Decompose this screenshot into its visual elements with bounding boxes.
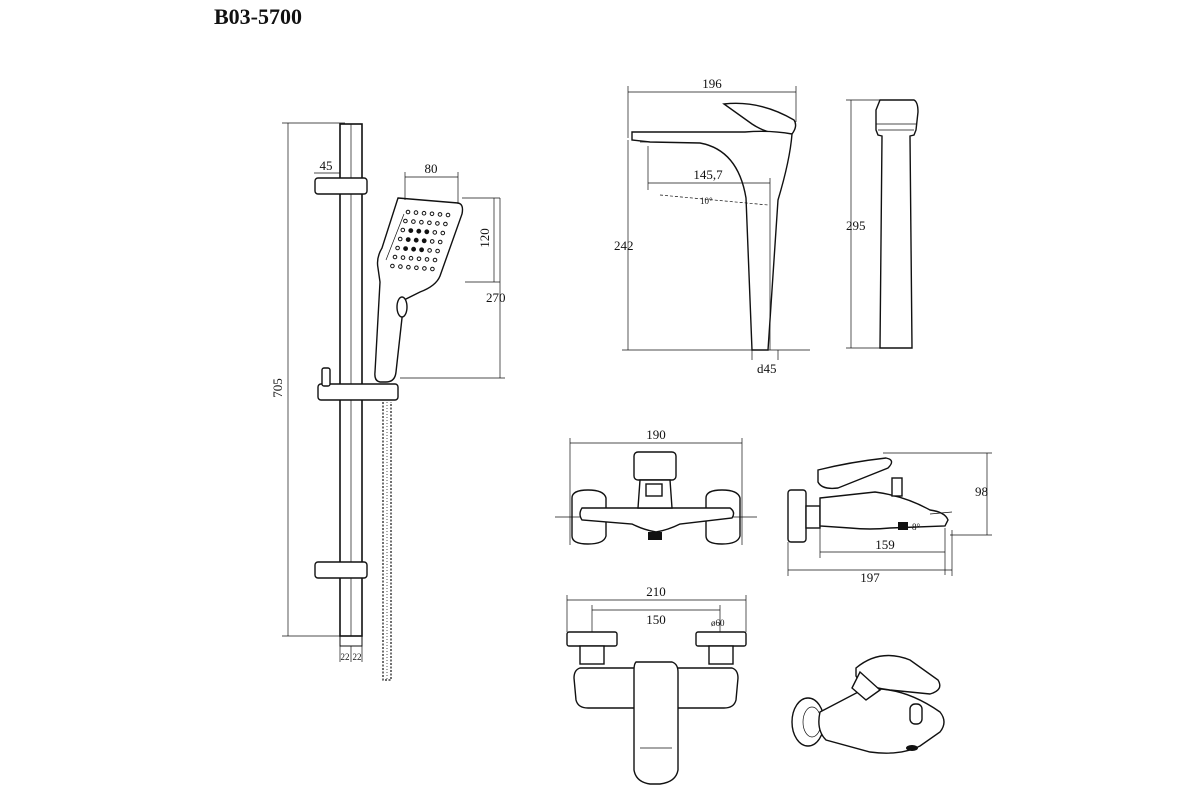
nozzle-dot: [429, 239, 435, 244]
top-bracket: [314, 177, 368, 195]
nozzle-dot: [390, 263, 395, 269]
nozzle-dot: [437, 212, 443, 217]
dim-bracket: 45: [320, 158, 333, 173]
dim-bath-side-height: 98: [975, 484, 988, 499]
nozzle-dot: [416, 228, 422, 234]
dim-basin-height: 242: [614, 238, 634, 253]
dim-basin-side-height: 295: [846, 218, 866, 233]
spray-button: [396, 296, 408, 318]
nozzle-dot: [406, 264, 411, 270]
nozzle-dot: [419, 247, 424, 253]
nozzle-dot: [397, 236, 403, 242]
nozzle-dot: [427, 248, 432, 253]
spray-nozzles: [390, 209, 451, 272]
nozzle-dot: [435, 248, 440, 254]
dim-head-height: 120: [477, 228, 492, 248]
nozzle-dot: [445, 212, 451, 218]
dim-basin-angle: 10°: [700, 196, 713, 206]
basin-lever: [722, 102, 797, 135]
basin-mixer-front-drawing: 196 145,7 10° 242 d45: [614, 76, 810, 376]
nozzle-dot: [424, 229, 430, 235]
nozzle-dot: [413, 237, 419, 243]
nozzle-dot: [430, 266, 435, 272]
basin-side-body: [875, 99, 919, 349]
nozzle-dot: [440, 230, 446, 236]
nozzle-dot: [416, 256, 422, 262]
nozzle-dot: [405, 237, 411, 243]
nozzle-dot: [432, 257, 438, 263]
dim-head-width: 80: [425, 161, 438, 176]
nozzle-dot: [411, 219, 416, 224]
nozzle-dot: [443, 221, 448, 227]
dim-bath-front-width: 190: [646, 427, 666, 442]
bath-mixer-top-drawing: 210 150 ø60: [566, 584, 747, 785]
bath-front-lever: [633, 451, 677, 481]
basin-mixer-side-drawing: 295: [846, 99, 919, 349]
nozzle-dot: [421, 210, 427, 216]
dim-bath-depth: 197: [860, 570, 880, 585]
hand-shower: [374, 197, 464, 383]
dim-handset-length: 270: [486, 290, 506, 305]
nozzle-dot: [400, 255, 406, 260]
bath-front-body: [579, 507, 735, 533]
shower-hose: [382, 402, 392, 681]
nozzle-dot: [437, 239, 443, 245]
nozzle-dot: [403, 218, 408, 224]
dim-bar-left: 22: [341, 652, 350, 662]
nozzle-dot: [424, 257, 430, 262]
nozzle-dot: [408, 228, 414, 234]
nozzle-dot: [421, 238, 427, 244]
dim-basin-width: 196: [702, 76, 722, 91]
nozzle-dot: [400, 227, 406, 233]
dim-bath-centers: 150: [646, 612, 666, 627]
bath-mixer-isometric-drawing: [791, 654, 945, 754]
dim-bath-escutcheon: ø60: [711, 618, 725, 628]
bottom-bracket: [314, 561, 368, 579]
nozzle-dot: [408, 255, 414, 261]
basin-body: [631, 130, 793, 351]
slider-holder: [317, 383, 399, 401]
nozzle-dot: [427, 220, 432, 226]
bath-iso-body: [818, 688, 945, 754]
bath-mixer-front-drawing: 190: [555, 427, 757, 545]
nozzle-dot: [432, 230, 438, 235]
shower-set-drawing: 705 45 22 22 80: [270, 122, 506, 681]
dim-basin-base: d45: [757, 361, 777, 376]
dim-bath-reach: 159: [875, 537, 895, 552]
dim-bath-angle: 8°: [912, 522, 921, 532]
bath-side-lever: [817, 457, 893, 490]
nozzle-dot: [413, 210, 419, 215]
nozzle-dot: [395, 245, 400, 251]
bath-side-body: [819, 491, 949, 530]
nozzle-dot: [411, 246, 416, 252]
nozzle-dot: [405, 209, 411, 215]
nozzle-dot: [429, 211, 435, 217]
nozzle-dot: [392, 254, 398, 260]
bath-mixer-side-drawing: 98 8° 159 197: [787, 452, 992, 585]
nozzle-dot: [403, 246, 408, 252]
nozzle-dot: [422, 266, 427, 271]
dim-basin-reach: 145,7: [693, 167, 723, 182]
nozzle-dot: [419, 219, 424, 225]
nozzle-dot: [435, 221, 440, 226]
bath-top-lever: [633, 661, 679, 785]
dim-bar-right: 22: [353, 652, 362, 662]
dim-shower-height: 705: [270, 378, 285, 398]
nozzle-dot: [414, 265, 419, 271]
product-code: B03-5700: [214, 4, 302, 29]
nozzle-dot: [398, 264, 403, 269]
dim-bath-top-width: 210: [646, 584, 666, 599]
